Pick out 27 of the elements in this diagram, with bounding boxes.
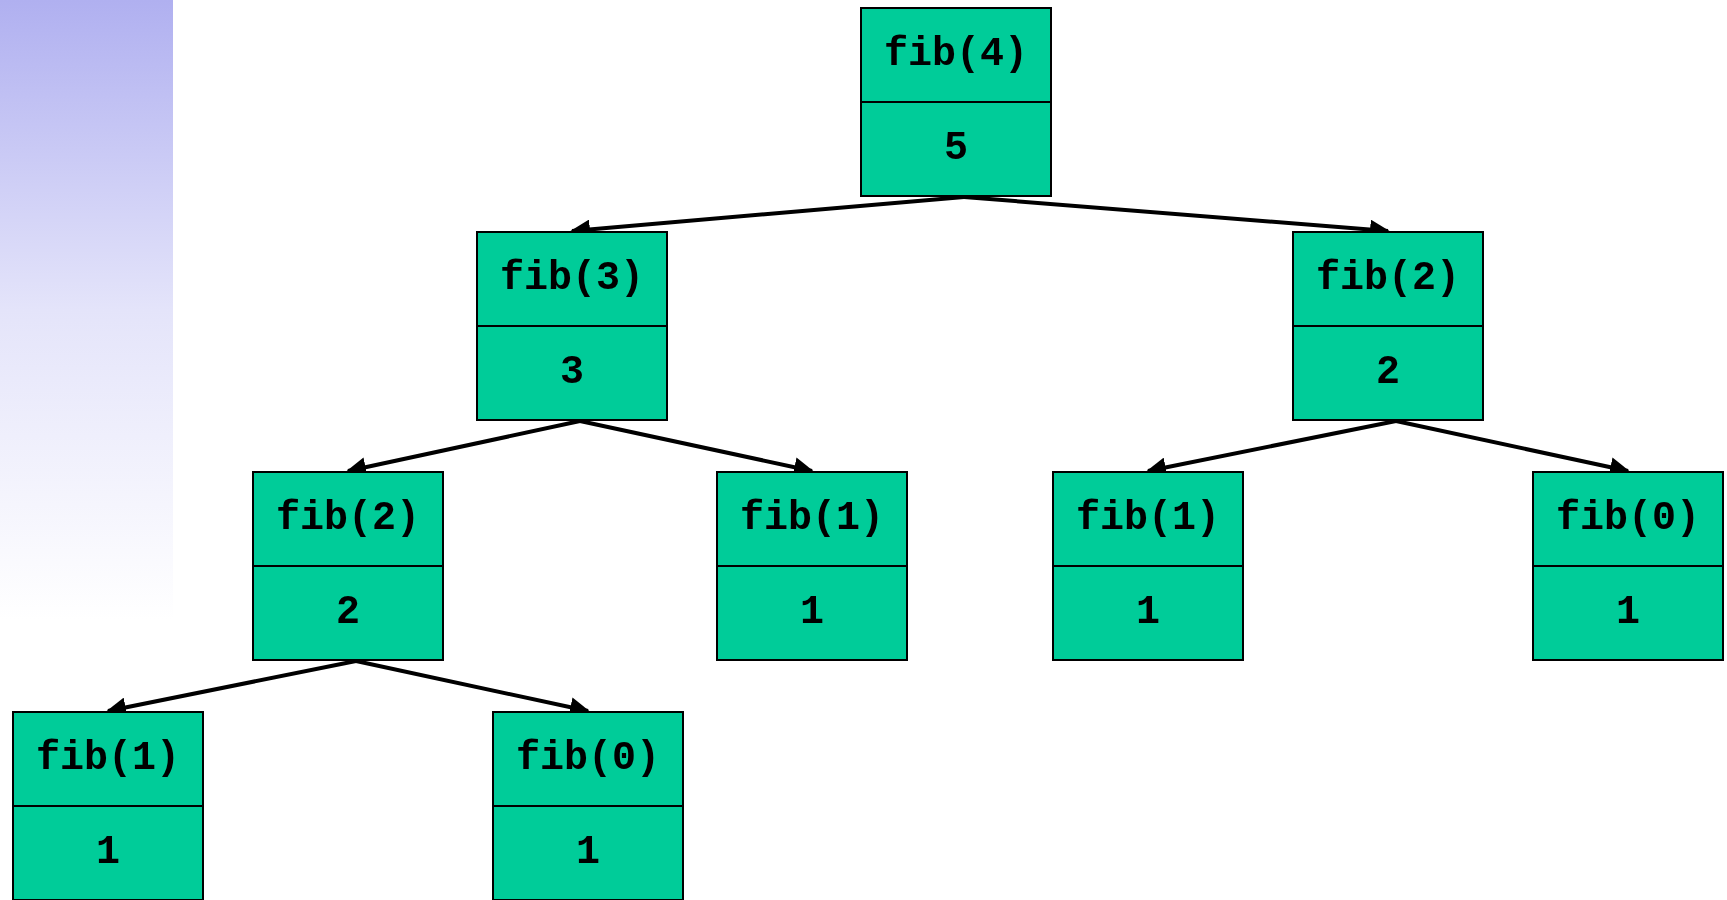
call-box [252,471,444,661]
call-label: fib(1) [1076,499,1220,539]
return-value: 1 [800,593,824,633]
call-box [1052,471,1244,661]
call-label: fib(3) [500,259,644,299]
call-label: fib(2) [276,499,420,539]
return-value: 1 [1136,593,1160,633]
call-box [1292,231,1484,421]
call-box [492,711,684,900]
return-value: 1 [1616,593,1640,633]
return-value: 1 [576,833,600,873]
return-value: 2 [336,593,360,633]
call-box [860,7,1052,197]
call-box [12,711,204,900]
call-label: fib(4) [884,35,1028,75]
return-value: 1 [96,833,120,873]
call-label: fib(1) [740,499,884,539]
call-box [476,231,668,421]
call-label: fib(2) [1316,259,1460,299]
call-label: fib(1) [36,739,180,779]
call-box [1532,471,1724,661]
call-box [716,471,908,661]
call-label: fib(0) [516,739,660,779]
call-label: fib(0) [1556,499,1700,539]
return-value: 2 [1376,353,1400,393]
return-value: 5 [944,129,968,169]
return-value: 3 [560,353,584,393]
